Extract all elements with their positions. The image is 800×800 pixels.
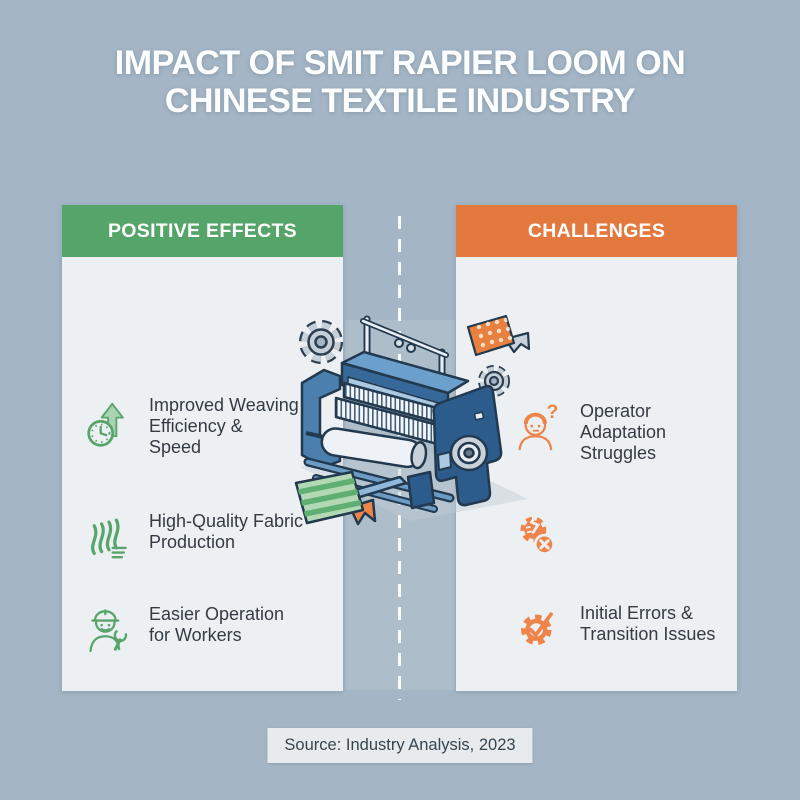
green-striped-fabric-swatch [294, 470, 377, 526]
loom-machine [300, 350, 503, 513]
panel-challenges: CHALLENGES ? Operator Adaptation Struggl… [456, 205, 737, 691]
item-label: Operator Adaptation Struggles [580, 401, 667, 463]
clock-up-arrow-icon [85, 397, 133, 458]
page-title-line2: CHINESE TEXTILE INDUSTRY [164, 82, 636, 121]
list-item-improved-efficiency: Improved Weaving Efficiency & Speed [85, 395, 299, 458]
panel-positive-header: POSITIVE EFFECTS [62, 205, 343, 257]
item-label: High-Quality Fabric Production [149, 511, 304, 552]
operator-question-icon: ? [516, 399, 564, 460]
list-item-operator-adaptation: ? Operator Adaptation Struggles [516, 397, 666, 464]
source-caption: Source: Industry Analysis, 2023 [267, 728, 533, 763]
fabric-waves-icon [85, 507, 133, 568]
svg-text:?: ? [546, 401, 558, 423]
list-item-easier-operation: Easier Operation for Workers [85, 597, 284, 660]
item-label: Improved Weaving Efficiency & Speed [149, 395, 299, 457]
list-item-broken-gear [514, 507, 578, 570]
orange-dotted-fabric-swatch [466, 314, 531, 357]
list-item-fabric-quality: High-Quality Fabric Production [85, 505, 303, 568]
gear-icon [299, 320, 343, 364]
list-item-initial-errors: Initial Errors & Transition Issues [516, 598, 715, 661]
item-label: Easier Operation for Workers [149, 604, 285, 645]
page-title-line1: IMPACT OF SMIT RAPIER LOOM ON [114, 44, 686, 82]
item-label: Initial Errors & Transition Issues [580, 603, 716, 644]
loom-illustration [294, 314, 531, 526]
broken-gear-error-icon [514, 509, 562, 570]
panel-positive-effects: POSITIVE EFFECTS Improved Weaving Effici… [62, 205, 343, 691]
panel-challenges-header: CHALLENGES [456, 205, 737, 257]
worker-wrench-icon [85, 599, 133, 660]
gear-check-icon [516, 600, 564, 661]
page-title: IMPACT OF SMIT RAPIER LOOM ON CHINESE TE… [0, 44, 800, 121]
